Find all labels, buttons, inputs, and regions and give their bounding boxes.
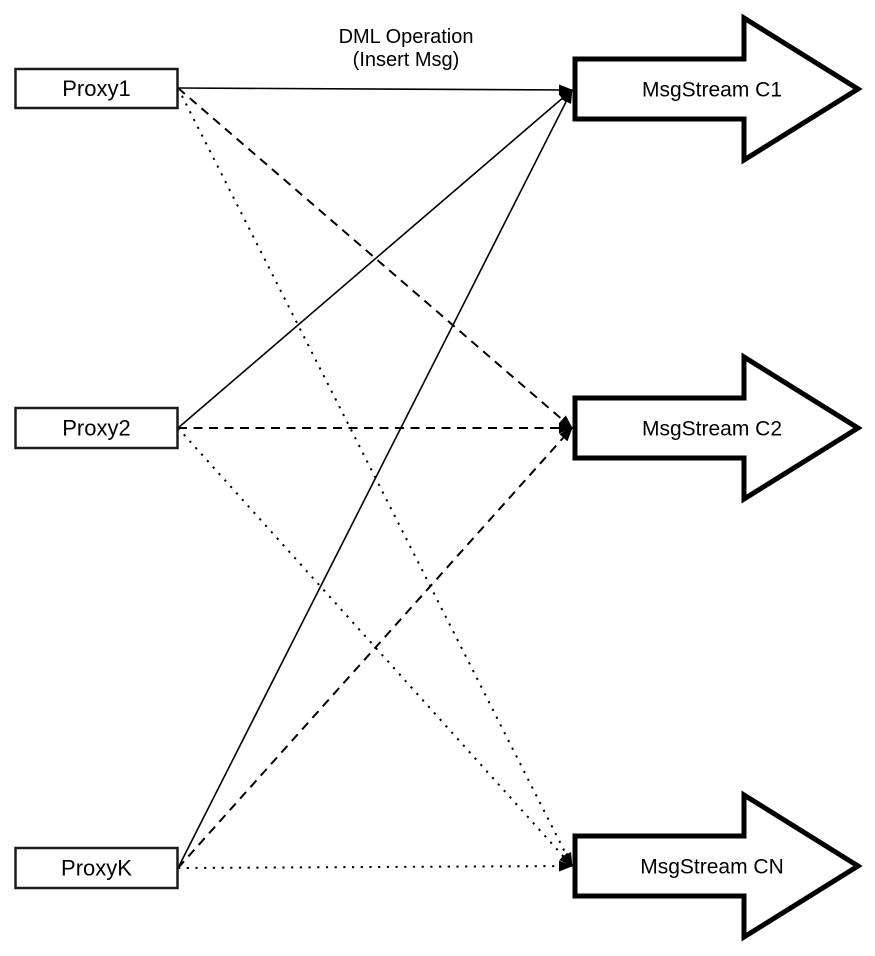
edge-proxy1-to-cn-dotted (177, 87, 573, 867)
stream-cn: MsgStream CN (572, 790, 863, 942)
edges-layer (177, 84, 573, 872)
msgstream-c1-arrow-shape (572, 13, 863, 165)
proxyk-box (14, 846, 179, 890)
proxy2-box (14, 406, 179, 450)
msgstream-cn-label: MsgStream CN (640, 856, 784, 879)
proxy1-box (14, 67, 179, 110)
dml-operation-label-line2: (Insert Msg) (353, 49, 460, 71)
msgstream-c2-arrow-shape (572, 352, 863, 504)
edge-proxy2-to-c1-solid (177, 89, 573, 429)
edge-proxyk-to-c2-dashed (177, 427, 573, 869)
node-proxy2: Proxy2 (14, 406, 179, 450)
edge-proxyk-to-cn-dotted (177, 860, 573, 872)
msgstream-c1-label: MsgStream C1 (642, 79, 782, 102)
msgstream-c2-label: MsgStream C2 (642, 418, 782, 441)
msgstream-cn-arrow-shape (572, 790, 863, 942)
edge-proxy1-to-c1-solid (177, 84, 573, 96)
stream-c1: MsgStream C1 (572, 13, 863, 165)
proxy2-label: Proxy2 (62, 416, 130, 441)
node-proxyk: ProxyK (14, 846, 179, 890)
edge-proxyk-to-c1-solid (177, 89, 573, 869)
node-proxy1: Proxy1 (14, 67, 179, 110)
dml-operation-label-line1: DML Operation (339, 26, 474, 48)
proxy1-label: Proxy1 (62, 76, 130, 101)
proxyk-label: ProxyK (61, 856, 132, 881)
stream-c2: MsgStream C2 (572, 352, 863, 504)
